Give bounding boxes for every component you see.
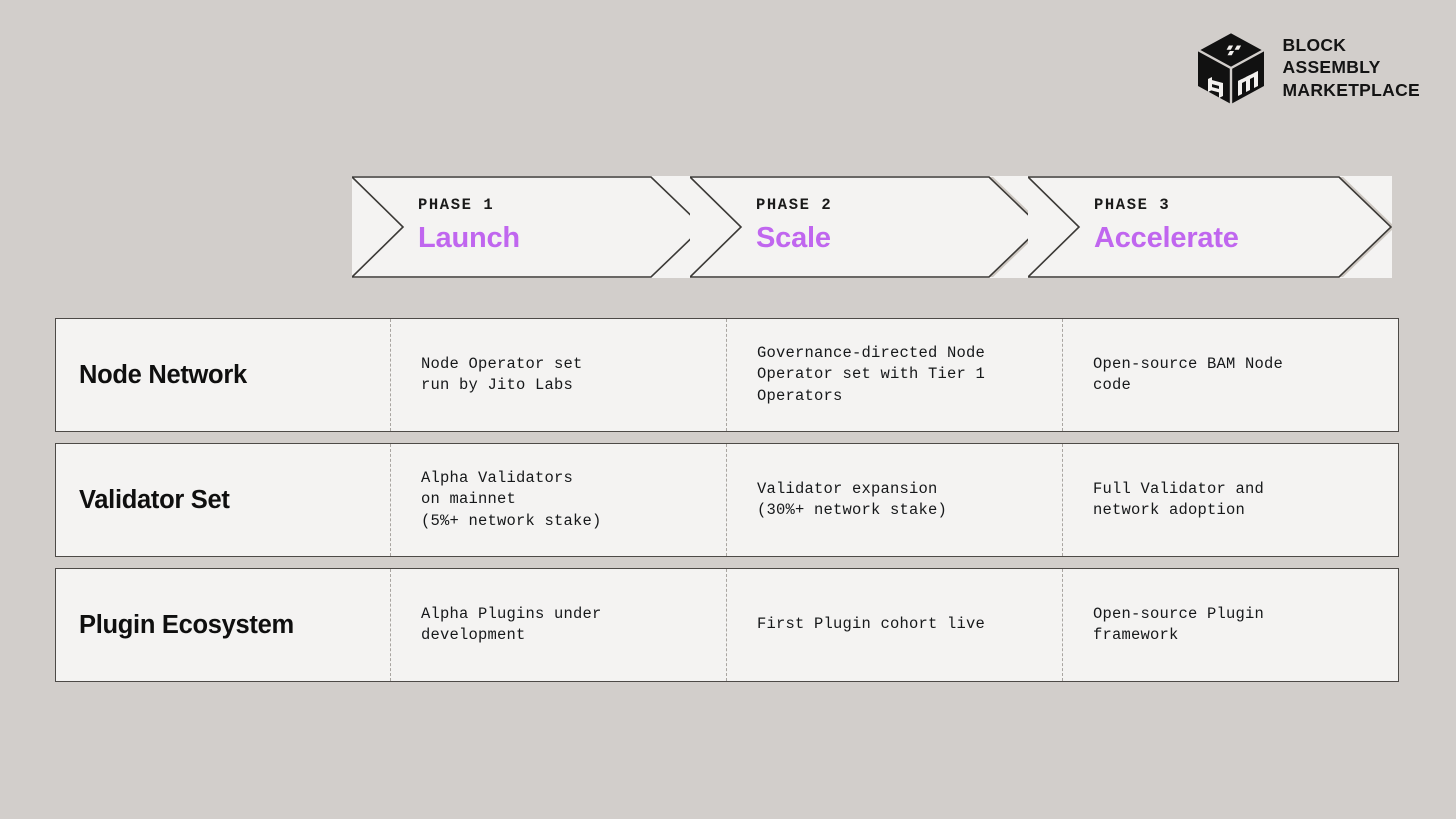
cell-text: Governance-directed Node Operator set wi…	[757, 344, 986, 405]
cell-text: Open-source BAM Node code	[1093, 354, 1284, 394]
phase-chevron-1-shape	[352, 176, 704, 278]
phase-chevron-2[interactable]: PHASE 2 Scale	[690, 176, 1042, 278]
cell-text: Full Validator and network adoption	[1093, 479, 1265, 519]
cell-plugin-ecosystem-phase-2: First Plugin cohort live	[727, 569, 1063, 681]
row-label-text: Node Network	[79, 360, 247, 389]
phase-chevron-1[interactable]: PHASE 1 Launch	[352, 176, 704, 278]
cell-text: Node Operator set run by Jito Labs	[421, 354, 583, 394]
brand-logo-lockup: BLOCK ASSEMBLY MARKETPLACE	[1195, 30, 1420, 106]
cell-node-network-phase-1: Node Operator set run by Jito Labs	[391, 319, 727, 431]
cell-validator-set-phase-2: Validator expansion (30%+ network stake)	[727, 444, 1063, 556]
cell-plugin-ecosystem-phase-1: Alpha Plugins under development	[391, 569, 727, 681]
brand-line-3: MARKETPLACE	[1282, 79, 1420, 100]
row-label-validator-set: Validator Set	[56, 444, 391, 556]
phase-timeline: PHASE 1 Launch PHASE 2 Scale PHASE 3 Acc…	[352, 176, 1392, 278]
cell-plugin-ecosystem-phase-3: Open-source Plugin framework	[1063, 569, 1398, 681]
brand-line-1: BLOCK	[1282, 34, 1347, 55]
table-row: Validator Set Alpha Validators on mainne…	[55, 443, 1399, 557]
cell-text: Alpha Validators on mainnet (5%+ network…	[421, 469, 602, 530]
cell-text: Open-source Plugin framework	[1093, 604, 1265, 644]
cell-node-network-phase-2: Governance-directed Node Operator set wi…	[727, 319, 1063, 431]
phase-chevron-3-shape	[1028, 176, 1392, 278]
cell-node-network-phase-3: Open-source BAM Node code	[1063, 319, 1398, 431]
cell-text: Validator expansion (30%+ network stake)	[757, 479, 948, 519]
table-row: Node Network Node Operator set run by Ji…	[55, 318, 1399, 432]
phase-chevron-2-shape	[690, 176, 1042, 278]
table-row: Plugin Ecosystem Alpha Plugins under dev…	[55, 568, 1399, 682]
roadmap-table: Node Network Node Operator set run by Ji…	[55, 318, 1399, 693]
row-label-text: Validator Set	[79, 485, 230, 514]
bam-isometric-cube-logo-icon	[1195, 30, 1267, 104]
brand-wordmark: BLOCK ASSEMBLY MARKETPLACE	[1283, 35, 1420, 101]
phase-chevron-3[interactable]: PHASE 3 Accelerate	[1028, 176, 1392, 278]
cell-text: Alpha Plugins under development	[421, 604, 602, 644]
cell-text: First Plugin cohort live	[757, 615, 986, 634]
row-label-text: Plugin Ecosystem	[79, 610, 294, 639]
cell-validator-set-phase-1: Alpha Validators on mainnet (5%+ network…	[391, 444, 727, 556]
cell-validator-set-phase-3: Full Validator and network adoption	[1063, 444, 1398, 556]
row-label-node-network: Node Network	[56, 319, 391, 431]
row-label-plugin-ecosystem: Plugin Ecosystem	[56, 569, 391, 681]
brand-line-2: ASSEMBLY	[1282, 57, 1381, 78]
